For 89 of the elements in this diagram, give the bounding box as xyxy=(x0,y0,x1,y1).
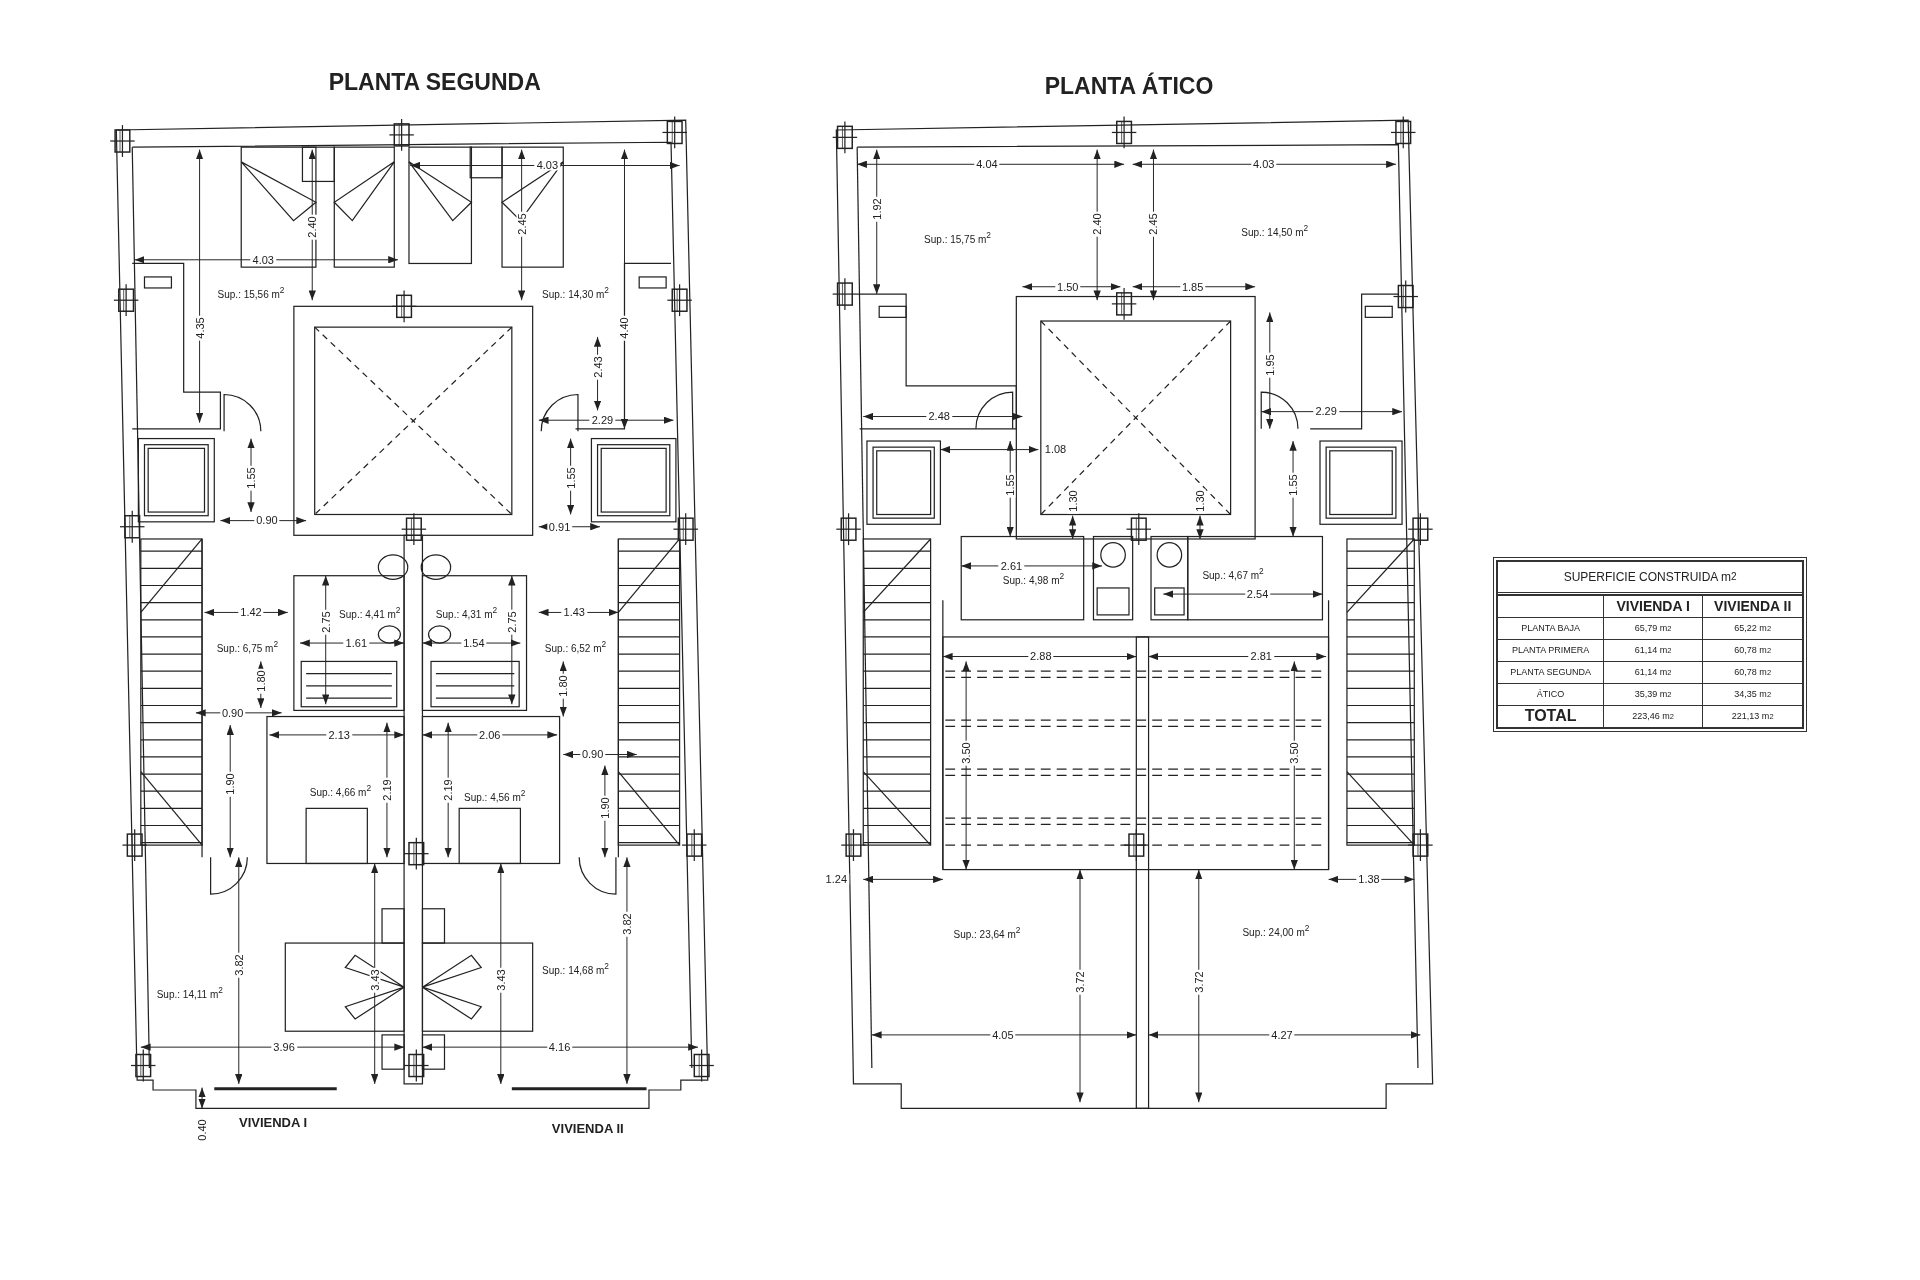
dimension-value: 3.82 xyxy=(621,911,633,938)
area-label: Sup.: 15,56 m$^{2}$ xyxy=(215,286,287,300)
table-cell: TOTAL xyxy=(1498,705,1603,727)
dimension-value: 4.04 xyxy=(974,158,1000,170)
area-label: Sup.: 14,50 m$^{2}$ xyxy=(1239,224,1311,239)
dimension-value: 1.54 xyxy=(461,637,487,649)
dimension-value: 2.75 xyxy=(506,609,518,635)
table-cell: PLANTA PRIMERA xyxy=(1498,639,1603,661)
table-cell: PLANTA SEGUNDA xyxy=(1498,661,1603,683)
dimension-value: 3.82 xyxy=(233,952,245,978)
dimension-value: 3.43 xyxy=(369,966,381,993)
dimension-value: 2.61 xyxy=(998,560,1025,572)
area-label: Sup.: 14,68 m$^{2}$ xyxy=(540,961,611,976)
dimension-value: 3.50 xyxy=(960,740,972,766)
dimension-value: 3.43 xyxy=(495,966,507,993)
area-label: Sup.: 6,75 m$^{2}$ xyxy=(214,639,280,654)
dimension-value: 0.90 xyxy=(254,514,280,526)
dimension-value: 4.03 xyxy=(250,254,276,266)
dimension-value: 3.50 xyxy=(1288,740,1300,766)
dimension-value: 0.90 xyxy=(579,748,606,760)
dimension-value: 3.96 xyxy=(271,1041,297,1053)
column-header: VIVIENDA I xyxy=(1603,595,1703,617)
area-label: Sup.: 6,52 m$^{2}$ xyxy=(542,639,609,654)
area-label: Sup.: 14,11 m$^{2}$ xyxy=(154,986,225,1000)
dimension-value: 2.45 xyxy=(516,211,528,237)
dimension-value: 1.24 xyxy=(823,873,849,885)
dimension-value: 1.92 xyxy=(871,196,883,223)
dimension-value: 4.27 xyxy=(1269,1029,1295,1041)
area-label: Sup.: 15,75 m$^{2}$ xyxy=(922,230,993,245)
dimension-value: 1.08 xyxy=(1042,443,1069,455)
dimension-value: 2.19 xyxy=(381,777,393,803)
dimension-value: 1.90 xyxy=(224,770,236,797)
dimension-value: 1.55 xyxy=(1287,472,1299,498)
dimension-value: 2.19 xyxy=(442,777,454,803)
plan-title: PLANTA SEGUNDA xyxy=(327,70,542,94)
dimension-value: 1.61 xyxy=(343,637,369,649)
dimension-value: 2.43 xyxy=(592,354,604,381)
plan-title: PLANTA ÁTICO xyxy=(1043,74,1215,98)
dimension-value: 2.48 xyxy=(926,410,952,422)
dimension-value: 2.75 xyxy=(320,609,332,635)
area-label: Sup.: 4,31 m$^{2}$ xyxy=(433,606,500,621)
dimension-value: 2.29 xyxy=(589,414,616,426)
dimension-value: 1.55 xyxy=(1004,472,1016,498)
dimension-value: 1.80 xyxy=(557,673,569,699)
dimension-value: 4.35 xyxy=(194,315,206,341)
dimension-value: 2.45 xyxy=(1147,211,1159,237)
dimension-value: 4.03 xyxy=(1250,158,1277,170)
area-label: Sup.: 4,56 m$^{2}$ xyxy=(462,789,528,803)
unit-label: VIVIENDA II xyxy=(550,1121,625,1135)
dimension-value: 1.30 xyxy=(1067,488,1079,514)
dimension-value: 1.55 xyxy=(565,464,577,491)
dimension-value: 2.40 xyxy=(1091,211,1103,237)
dimension-value: 0.91 xyxy=(546,521,573,532)
dimension-value: 4.05 xyxy=(990,1029,1016,1041)
dimension-value: 0.40 xyxy=(196,1117,208,1143)
dimension-value: 0.90 xyxy=(219,707,246,719)
dimension-value: 2.40 xyxy=(306,213,318,240)
dimension-value: 2.29 xyxy=(1313,405,1339,417)
area-label: Sup.: 4,41 m$^{2}$ xyxy=(337,606,403,621)
dimension-value: 1.43 xyxy=(561,606,587,618)
dimension-value: 1.38 xyxy=(1356,873,1382,885)
dimension-value: 1.30 xyxy=(1194,488,1206,514)
dimension-value: 2.88 xyxy=(1028,650,1054,662)
dimension-value: 2.81 xyxy=(1248,650,1274,662)
area-label: Sup.: 4,98 m$^{2}$ xyxy=(1000,572,1067,586)
unit-label: VIVIENDA I xyxy=(237,1115,309,1129)
area-label: Sup.: 4,66 m$^{2}$ xyxy=(307,784,374,798)
dimension-value: 2.13 xyxy=(326,729,352,741)
dimension-value: 1.80 xyxy=(255,668,267,694)
dimension-value: 2.06 xyxy=(477,729,503,741)
dimension-value: 4.16 xyxy=(546,1041,573,1053)
dimension-value: 1.95 xyxy=(1264,352,1276,378)
area-label: Sup.: 14,30 m$^{2}$ xyxy=(540,286,611,300)
dimension-value: 1.42 xyxy=(238,606,264,618)
dimension-value: 3.72 xyxy=(1193,969,1205,995)
column-header: VIVIENDA II xyxy=(1703,595,1802,617)
dimension-value: 1.50 xyxy=(1055,281,1081,292)
dimension-value: 3.72 xyxy=(1074,969,1086,995)
dimension-value: 1.55 xyxy=(245,464,257,491)
dimension-value: 1.85 xyxy=(1179,281,1206,292)
dimension-value: 4.40 xyxy=(619,315,630,341)
table-cell: ÁTICO xyxy=(1498,683,1603,705)
area-label: Sup.: 4,67 m$^{2}$ xyxy=(1200,567,1266,581)
dimension-value: 4.03 xyxy=(534,159,561,171)
dimension-value: 1.90 xyxy=(599,795,611,821)
area-label: Sup.: 23,64 m$^{2}$ xyxy=(951,926,1023,940)
table-cell: PLANTA BAJA xyxy=(1498,617,1603,639)
area-label: Sup.: 24,00 m$^{2}$ xyxy=(1240,923,1312,938)
dimension-value: 2.54 xyxy=(1244,588,1271,600)
